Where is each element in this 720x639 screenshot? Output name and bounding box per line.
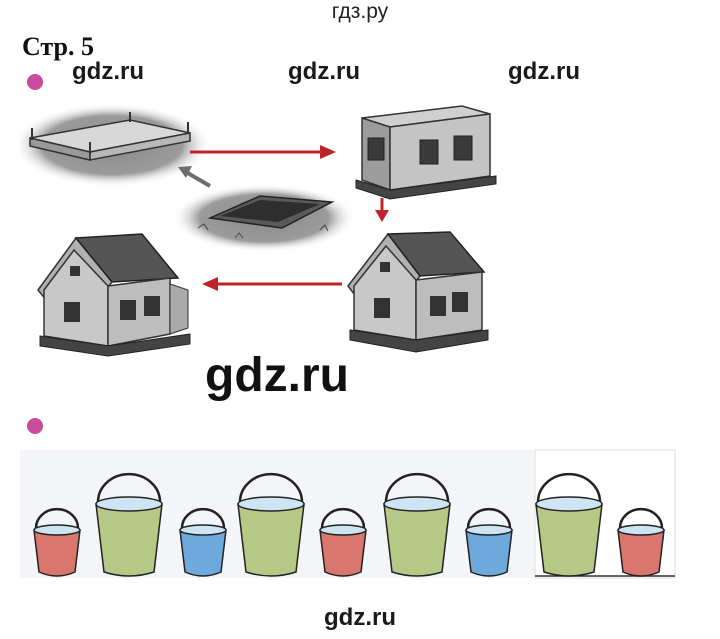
red-arrow-down	[375, 198, 389, 222]
watermark-top-left: gdz.ru	[72, 58, 144, 85]
bucket-small-red	[33, 507, 81, 577]
watermark-center: gdz.ru	[205, 349, 349, 402]
gray-arrow	[178, 166, 212, 188]
bullet-point-1	[27, 74, 43, 90]
red-arrow-left	[202, 277, 342, 291]
bucket-large-green	[383, 472, 451, 577]
watermark-top-right: gdz.ru	[508, 58, 580, 85]
bucket-small-red	[319, 507, 367, 577]
watermark-bottom: gdz.ru	[324, 604, 396, 631]
bucket-small-blue	[465, 507, 513, 577]
buckets-row	[20, 449, 676, 579]
foundation-pit-image	[172, 184, 356, 252]
finished-house-image	[37, 233, 191, 357]
bullet-point-2	[27, 418, 43, 434]
bucket-small-red	[617, 507, 665, 577]
house-with-roof-image	[347, 231, 489, 353]
bucket-small-blue	[179, 507, 227, 577]
watermark-top-center: gdz.ru	[288, 58, 360, 85]
red-arrow-right	[190, 145, 336, 159]
bucket-large-green	[237, 472, 305, 577]
foundation-slab-image	[20, 103, 212, 187]
house-construction-illustration	[20, 103, 497, 357]
site-header: гдз.ру	[331, 0, 389, 23]
bucket-large-green	[95, 472, 163, 577]
house-walls-image	[355, 105, 497, 200]
page-title: Стр. 5	[22, 32, 94, 61]
bucket-large-green	[535, 472, 603, 577]
